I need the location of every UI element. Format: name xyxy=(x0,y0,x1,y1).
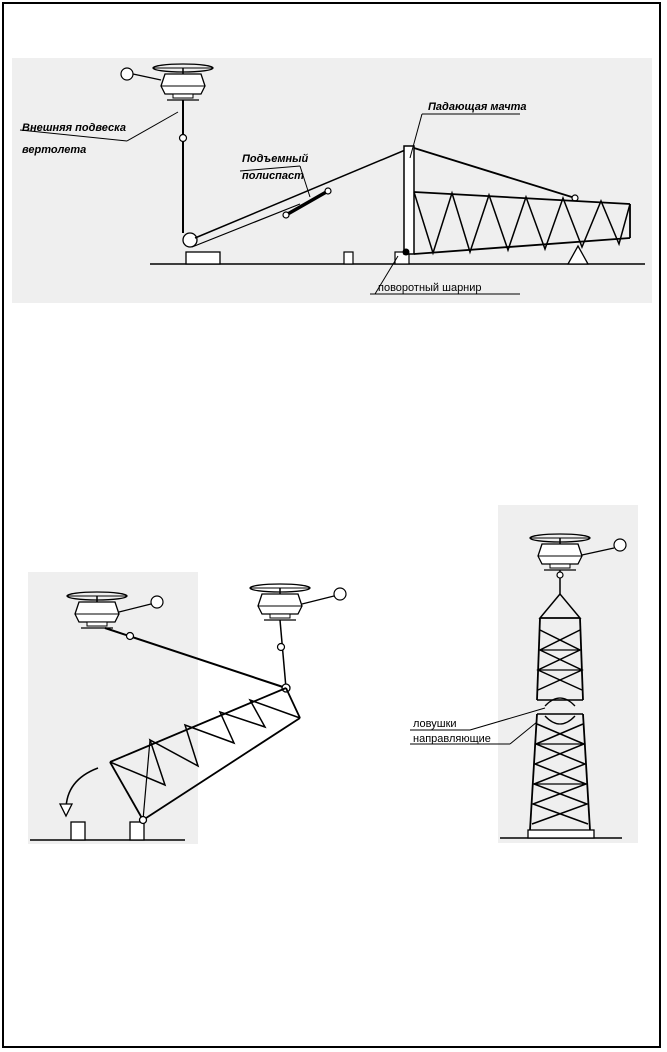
tail-rotor-icon xyxy=(613,538,627,552)
lattice-tower-horizontal xyxy=(413,190,631,256)
helicopter-icon xyxy=(529,533,591,571)
tail-rotor-icon xyxy=(120,67,134,81)
helicopter-icon xyxy=(66,591,128,629)
pivot-hinge-point xyxy=(402,248,410,256)
small-post xyxy=(343,251,354,265)
label-sling-line1: Внешняя подвеска xyxy=(22,122,126,134)
tail-rotor-icon xyxy=(333,587,347,601)
label-sling-line2: вертолета xyxy=(22,144,86,156)
upper-tower-section xyxy=(536,617,584,701)
label-falling-mast: Падающая мачта xyxy=(428,101,527,113)
anchor-block xyxy=(185,251,221,265)
falling-mast xyxy=(403,145,415,255)
label-pivot-hinge: поворотный шарнир xyxy=(378,282,482,294)
pivot-hinge-point xyxy=(138,815,148,825)
support-triangle xyxy=(566,244,590,265)
label-guides: направляющие xyxy=(413,733,491,745)
lattice-tower-tilted xyxy=(109,687,301,821)
helicopter-icon xyxy=(249,583,311,621)
top-scheme xyxy=(19,63,645,295)
helicopter-icon xyxy=(152,63,214,101)
bottom-left-scheme xyxy=(30,583,347,841)
lower-tower-section xyxy=(529,713,591,831)
tail-rotor-icon xyxy=(150,595,164,609)
label-tackle-line2: полиспаст xyxy=(242,170,304,182)
label-tackle-line1: Подъемный xyxy=(242,153,309,165)
bottom-right-scheme xyxy=(410,533,627,839)
pulley xyxy=(182,232,198,248)
label-traps: ловушки xyxy=(413,718,457,730)
